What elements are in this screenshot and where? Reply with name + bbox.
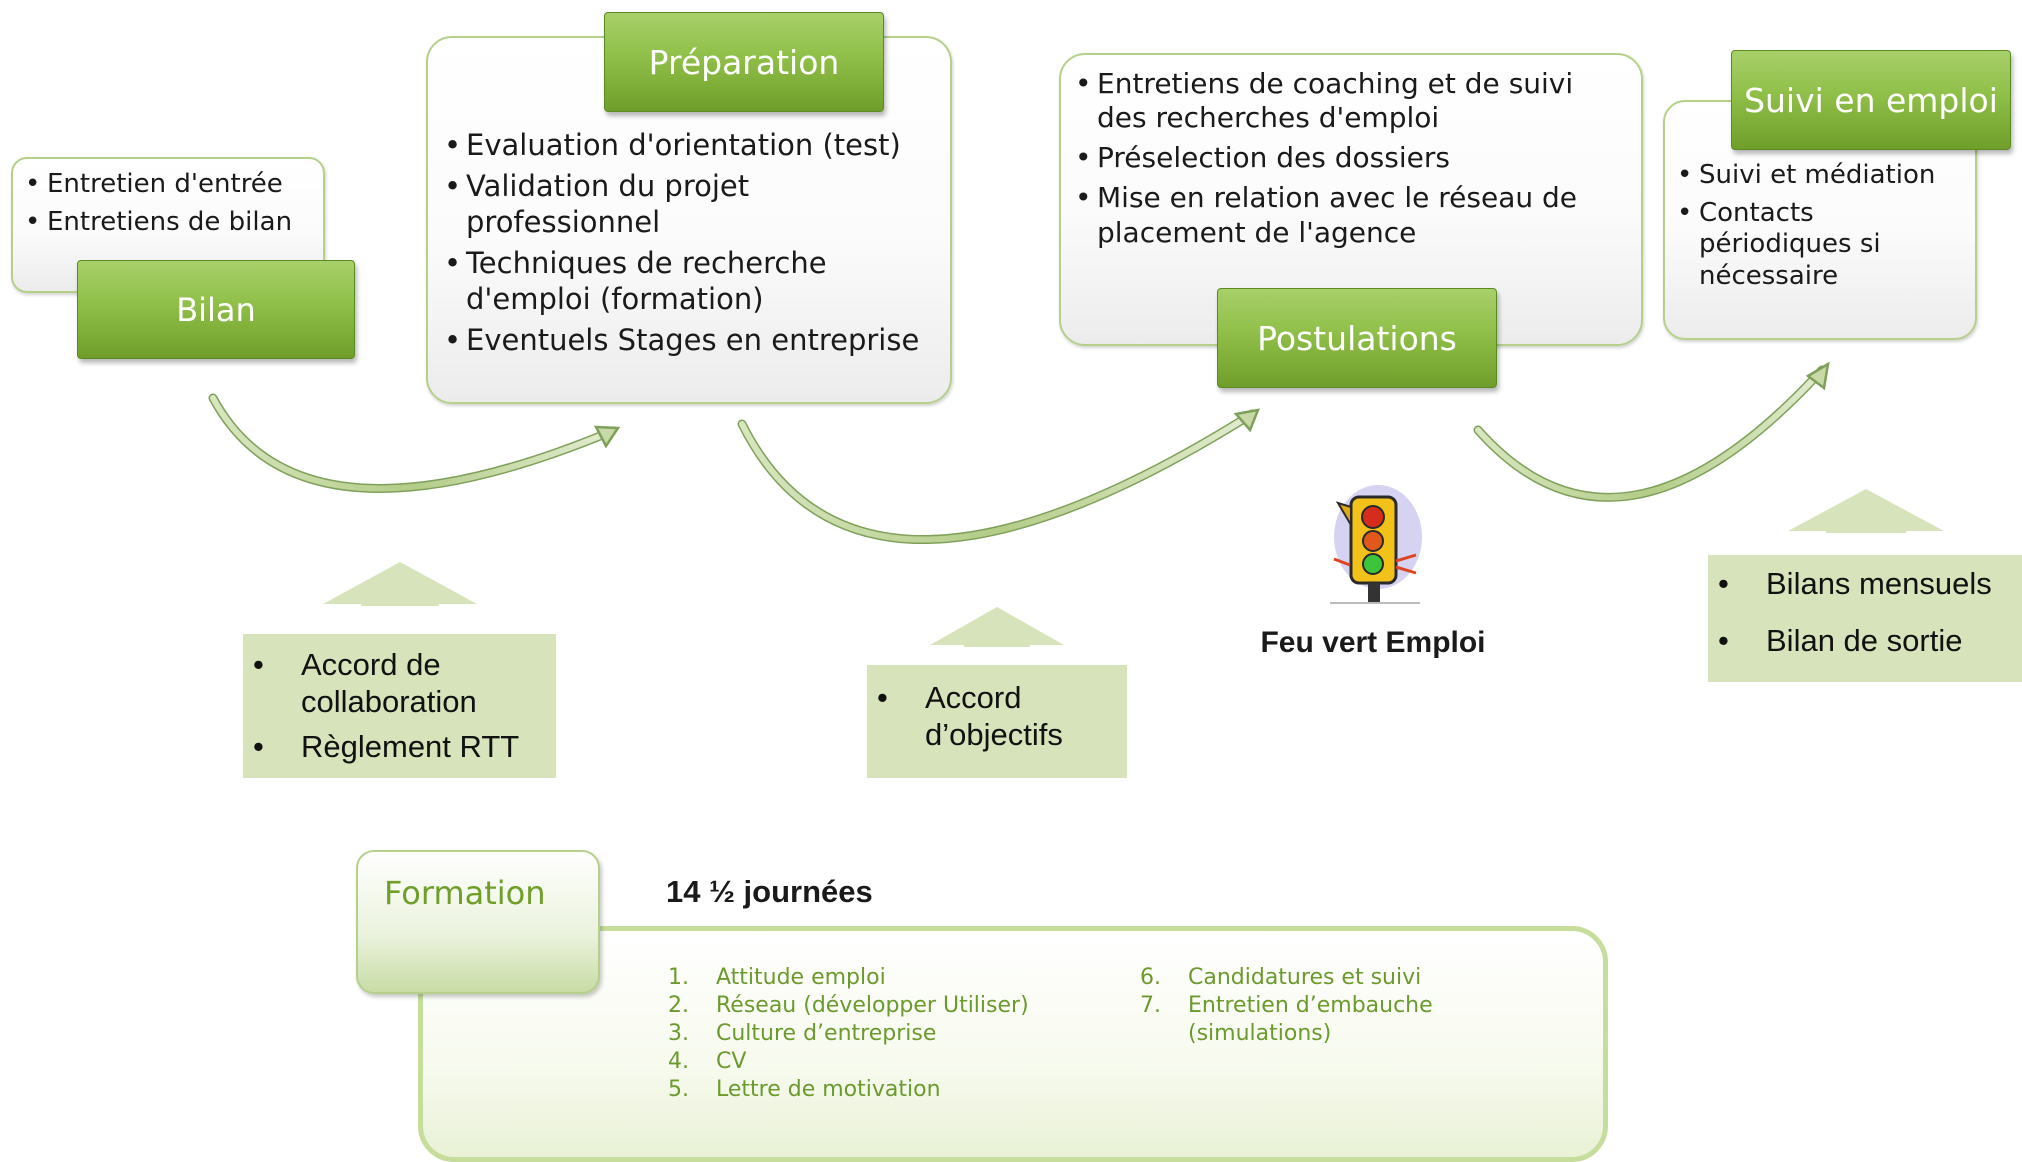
- formation-tab-label: Formation: [384, 874, 546, 912]
- arrow-bilan-preparation: [208, 393, 615, 493]
- formation-duration: 14 ½ journées: [666, 874, 873, 909]
- note-item: Règlement RTT: [243, 728, 546, 765]
- note-bilans: Bilans mensuels Bilan de sortie: [1708, 555, 2022, 682]
- note-item: Bilans mensuels: [1708, 565, 2012, 602]
- formation-item: 6.Candidatures et suivi: [1140, 965, 1422, 990]
- formation-item: 2.Réseau (développer Utiliser): [668, 993, 1029, 1018]
- formation-item: 1.Attitude emploi: [668, 965, 886, 990]
- bilan-item: Entretien d'entrée: [25, 169, 323, 201]
- preparation-title: Préparation: [604, 12, 884, 112]
- postulations-title: Postulations: [1217, 288, 1497, 388]
- formation-list-1: 1.Attitude emploi 2.Réseau (développer U…: [668, 964, 1108, 1104]
- suivi-item: Contacts périodiques si nécessaire: [1677, 198, 1909, 293]
- formation-item: 7.Entretien d’embauche (simulations): [1140, 993, 1433, 1046]
- suivi-item: Suivi et médiation: [1677, 160, 1975, 192]
- suivi-title: Suivi en emploi: [1731, 50, 2011, 150]
- formation-list-2: 6.Candidatures et suivi 7.Entretien d’em…: [1140, 964, 1440, 1048]
- note-item: Accord de collaboration: [243, 646, 546, 720]
- note-accord-collaboration: Accord de collaboration Règlement RTT: [243, 634, 556, 778]
- bilan-title: Bilan: [77, 260, 355, 359]
- arrow-postulations-suivi: [1473, 365, 1827, 502]
- up-arrow-icon: [1788, 489, 1944, 533]
- preparation-item: Techniques de recherche d'emploi (format…: [444, 246, 886, 317]
- formation-item: 4.CV: [668, 1049, 747, 1074]
- traffic-light-icon: [1330, 485, 1422, 604]
- formation-tab: Formation: [356, 850, 600, 994]
- preparation-item: Evaluation d'orientation (test): [444, 128, 950, 164]
- note-item: Accord d’objectifs: [867, 679, 1105, 753]
- preparation-item: Eventuels Stages en entreprise: [444, 323, 950, 359]
- postulations-item: Préselection des dossiers: [1075, 141, 1641, 175]
- feu-vert-label: Feu vert Emploi: [1260, 626, 1486, 659]
- postulations-item: Mise en relation avec le réseau de place…: [1075, 181, 1637, 249]
- arrow-preparation-postulations: [737, 409, 1257, 544]
- up-arrow-icon: [323, 562, 477, 606]
- preparation-item: Validation du projet professionnel: [444, 169, 846, 240]
- note-accord-objectifs: Accord d’objectifs: [867, 665, 1127, 778]
- bilan-item: Entretiens de bilan: [25, 207, 323, 239]
- note-item: Bilan de sortie: [1708, 622, 2012, 659]
- up-arrow-icon: [930, 607, 1064, 647]
- formation-box: [418, 926, 1608, 1162]
- formation-item: 5.Lettre de motivation: [668, 1077, 941, 1102]
- formation-item: 3.Culture d’entreprise: [668, 1021, 937, 1046]
- postulations-item: Entretiens de coaching et de suivi des r…: [1075, 67, 1627, 135]
